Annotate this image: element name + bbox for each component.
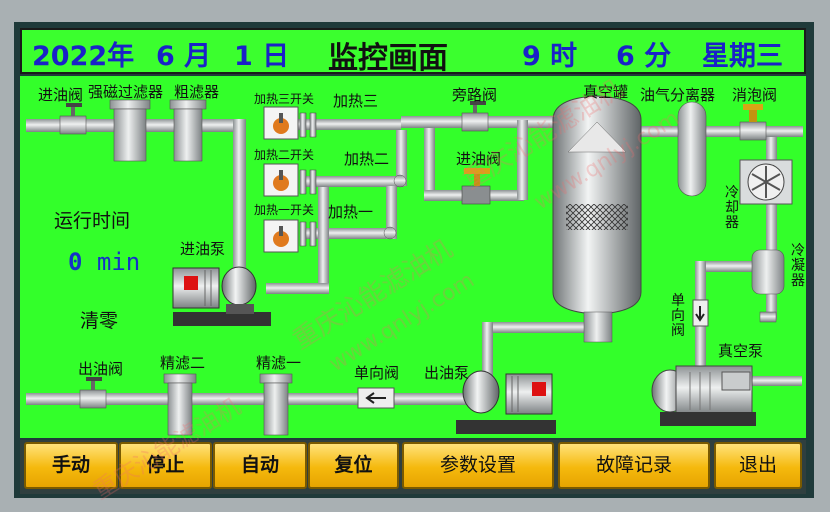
label-vacuum-tank: 真空罐	[583, 83, 629, 101]
auto-button[interactable]: 自动	[213, 442, 307, 489]
label-inlet-pump: 进油泵	[180, 240, 226, 258]
heater3-switch[interactable]	[263, 106, 299, 140]
reset-button[interactable]: 复位	[308, 442, 399, 489]
magnetic-filter	[109, 99, 151, 162]
cooler-fan	[739, 159, 793, 205]
vacuum-tank	[552, 95, 642, 343]
label-outlet-valve: 出油阀	[78, 360, 124, 378]
defoam-valve[interactable]	[739, 104, 767, 141]
header-bar: 2022年 6 月 1 日 监控画面 9 时 6 分 星期三	[20, 28, 806, 76]
parameter-settings-button[interactable]: 参数设置	[402, 442, 554, 489]
fine-filter2	[163, 373, 197, 436]
label-oil-gas-separator: 油气分离器	[640, 86, 716, 104]
label-inlet-valve: 进油阀	[38, 86, 84, 104]
inlet-valve[interactable]	[59, 103, 87, 135]
manual-button[interactable]: 手动	[24, 442, 118, 489]
runtime-display: 0 min	[68, 248, 140, 276]
runtime-label: 运行时间	[54, 210, 131, 232]
date-month: 6 月	[156, 41, 212, 72]
time-hour: 9 时	[522, 41, 578, 72]
label-heater2: 加热二	[344, 150, 390, 168]
label-heater1: 加热一	[328, 203, 374, 221]
label-cooler: 冷却器	[725, 185, 739, 231]
heater-flanges	[299, 112, 407, 247]
condenser	[751, 249, 785, 323]
label-vacuum-pump: 真空泵	[718, 342, 764, 360]
fault-log-button[interactable]: 故障记录	[558, 442, 710, 489]
stop-button[interactable]: 停止	[119, 442, 212, 489]
date-day: 1 日	[234, 41, 290, 72]
label-condenser: 冷凝器	[791, 243, 805, 289]
label-bypass-valve: 旁路阀	[452, 86, 498, 104]
label-magnetic-filter: 强磁过滤器	[88, 83, 164, 101]
exit-button[interactable]: 退出	[714, 442, 802, 489]
check-valve-right[interactable]	[692, 299, 709, 327]
label-defoam-valve: 消泡阀	[732, 86, 778, 104]
label-heater2-switch: 加热二开关	[254, 148, 315, 162]
outlet-valve[interactable]	[79, 377, 107, 409]
label-fine-filter2: 精滤二	[160, 354, 206, 372]
runtime-value: 0	[68, 248, 83, 276]
outlet-pump	[456, 370, 556, 434]
label-fine-filter1: 精滤一	[256, 354, 302, 372]
label-coarse-filter: 粗滤器	[174, 83, 220, 101]
check-valve[interactable]	[357, 387, 395, 409]
weekday: 星期三	[702, 41, 783, 72]
reset-runtime-button[interactable]: 清零	[80, 310, 119, 332]
date-year: 2022年	[32, 41, 135, 72]
label-check-valve: 单向阀	[354, 364, 400, 382]
heater2-switch[interactable]	[263, 163, 299, 197]
fine-filter1	[259, 373, 293, 436]
label-oil-inlet-valve: 进油阀	[456, 150, 502, 168]
runtime-unit: min	[96, 248, 141, 276]
time-minute: 6 分	[616, 41, 672, 72]
oil-gas-separator	[677, 101, 707, 197]
oil-inlet-valve[interactable]	[461, 168, 491, 205]
heater1-switch[interactable]	[263, 219, 299, 253]
page-title: 监控画面	[328, 41, 448, 76]
label-heater3-switch: 加热三开关	[254, 92, 315, 106]
bypass-valve[interactable]	[461, 101, 489, 132]
label-outlet-pump: 出油泵	[424, 364, 470, 382]
label-check-valve-right: 单向阀	[671, 293, 685, 339]
inlet-pump	[172, 266, 271, 326]
label-heater3: 加热三	[333, 92, 379, 110]
vacuum-pump	[651, 365, 756, 426]
label-heater1-switch: 加热一开关	[254, 203, 315, 217]
coarse-filter	[169, 99, 207, 162]
